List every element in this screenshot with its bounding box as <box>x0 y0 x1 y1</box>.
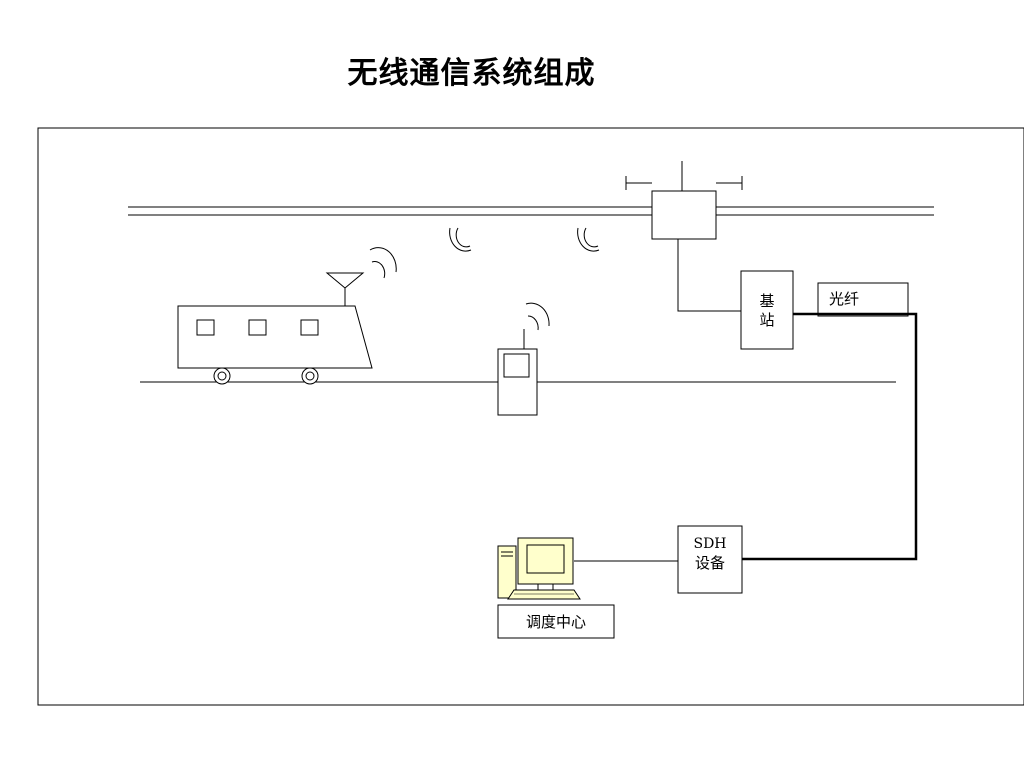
sdh-equipment-label: SDH <box>693 536 726 552</box>
coupler-antenna-icon <box>625 161 743 240</box>
base-station-label: 基 <box>759 292 774 310</box>
train-antenna-icon <box>325 272 365 306</box>
base-station-box: 基 站 <box>740 270 794 350</box>
base-station-label: 站 <box>759 311 774 329</box>
dispatch-center-label: 调度中心 <box>526 613 586 631</box>
dispatch-center-box: 调度中心 <box>497 604 615 639</box>
fiber-link <box>742 312 918 561</box>
diagram-frame <box>37 127 1024 706</box>
radio-wave-icon <box>577 227 600 252</box>
sdh-equipment-label: 设备 <box>695 554 725 572</box>
radio-wave-icon <box>525 302 550 331</box>
train-icon <box>177 305 373 385</box>
fiber-label: 光纤 <box>829 290 859 308</box>
fiber-label-box: 光纤 <box>817 282 909 317</box>
computer-icon <box>497 537 581 600</box>
sdh-equipment-box: SDH 设备 <box>677 525 743 594</box>
page-title: 无线通信系统组成 <box>347 56 596 91</box>
radio-wave-icon <box>449 227 472 252</box>
handheld-terminal-icon <box>497 329 538 416</box>
coupler-to-base-station-line <box>677 239 741 312</box>
radio-wave-icon <box>369 247 397 279</box>
catenary-wire <box>128 206 934 216</box>
